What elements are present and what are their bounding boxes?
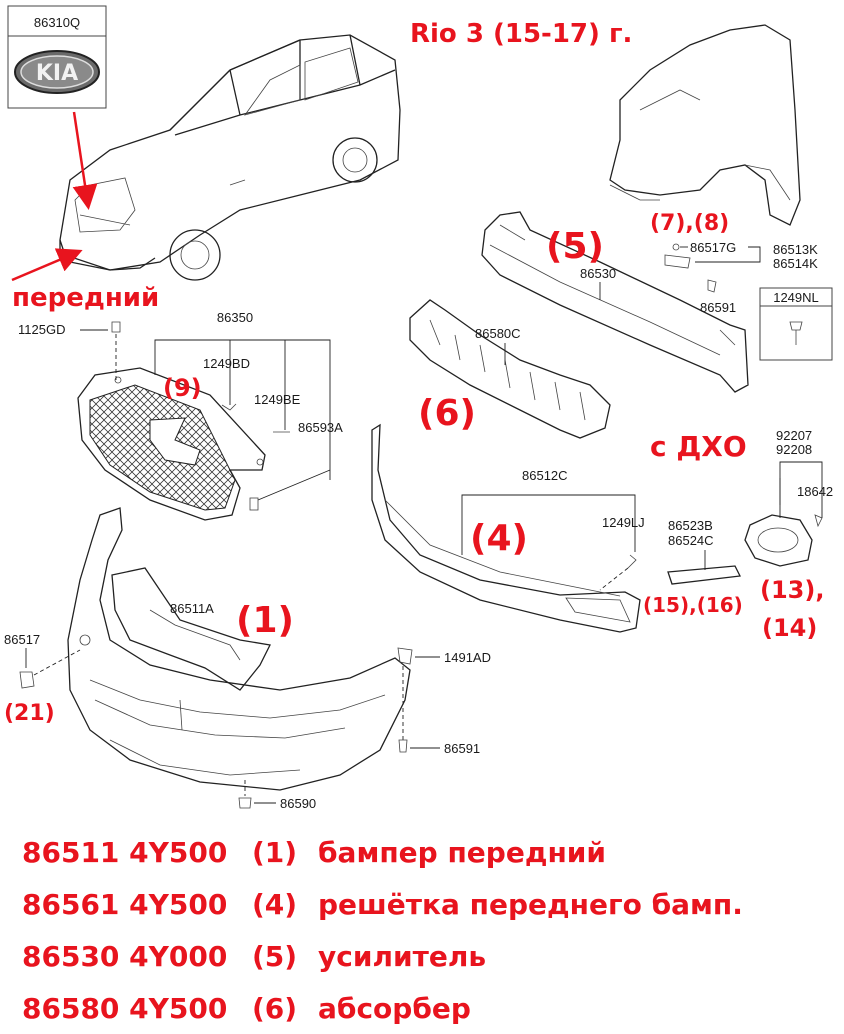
legend-code: 86511 4Y500 (22, 835, 228, 869)
legend-desc: усилитель (318, 939, 487, 973)
lower-grille (371, 423, 641, 633)
screw-1249NL-box: 1249NL (759, 287, 833, 361)
legend-row: 86561 4Y500 (4) решётка переднего бамп. (22, 878, 822, 930)
fender (609, 24, 801, 226)
drl-label: с ДХО (650, 430, 747, 463)
legend-code: 86580 4Y500 (22, 991, 228, 1025)
kia-logo-box: 86310Q KIA (7, 5, 107, 109)
pn-1249BE: 1249BE (254, 392, 301, 407)
pn-92208: 92208 (776, 442, 812, 457)
pn-1249NL: 1249NL (773, 290, 819, 305)
bumper-trim (667, 565, 741, 585)
callout-4: (4) (470, 518, 528, 559)
drl-lamp (744, 514, 813, 567)
reinforcement (481, 211, 749, 393)
pn-1125GD: 1125GD (18, 322, 65, 337)
legend-code: 86561 4Y500 (22, 887, 228, 921)
pn-86350: 86350 (217, 310, 253, 325)
legend-num: (6) (252, 991, 298, 1025)
pn-92207: 92207 (776, 428, 812, 443)
pn-86530: 86530 (580, 266, 616, 281)
callout-15-16: (15),(16) (643, 593, 743, 617)
pn-18642: 18642 (797, 484, 833, 499)
car-illustration (59, 34, 401, 281)
pn-86524C: 86524C (668, 533, 714, 548)
callout-21: (21) (4, 701, 55, 726)
pn-86591-top: 86591 (700, 300, 736, 315)
kia-logo-text: KIA (36, 61, 78, 86)
callout-1: (1) (236, 600, 294, 641)
legend-code: 86530 4Y000 (22, 939, 228, 973)
pn-86513K: 86513K (773, 242, 818, 257)
pn-86517G: 86517G (690, 240, 736, 255)
callout-13: (13), (760, 576, 824, 604)
legend-desc: абсорбер (318, 991, 471, 1025)
callout-6: (6) (418, 393, 476, 434)
pn-86523B: 86523B (668, 518, 713, 533)
pn-1249BD: 1249BD (203, 356, 250, 371)
callout-14: (14) (762, 614, 817, 642)
page-title: Rio 3 (15-17) г. (410, 19, 632, 49)
legend-num: (4) (252, 887, 298, 921)
parts-diagram: 86310Q KIA Rio 3 (15-17) г. передний 863… (4, 5, 833, 811)
legend-desc: решётка переднего бамп. (318, 887, 743, 921)
legend-row: 86511 4Y500 (1) бампер передний (22, 826, 822, 878)
legend-desc: бампер передний (318, 835, 607, 869)
callout-7-8: (7),(8) (650, 211, 729, 236)
logo-part-number: 86310Q (34, 15, 80, 30)
front-arrow (11, 248, 83, 282)
pn-86517: 86517 (4, 632, 40, 647)
pn-86591-bottom: 86591 (444, 741, 480, 756)
legend-num: (5) (252, 939, 298, 973)
pn-86511A: 86511A (170, 601, 214, 616)
legend-row: 86530 4Y000 (5) усилитель (22, 930, 822, 982)
absorber (409, 299, 611, 439)
pn-86512C: 86512C (522, 468, 568, 483)
legend-row: 86580 4Y500 (6) абсорбер (22, 982, 822, 1034)
pn-86590: 86590 (280, 796, 316, 811)
grille-assembly (77, 367, 266, 521)
legend-num: (1) (252, 835, 298, 869)
pn-86580C: 86580C (475, 326, 521, 341)
pn-1249LJ: 1249LJ (602, 515, 645, 530)
front-bumper (67, 507, 411, 791)
pn-1491AD: 1491AD (444, 650, 491, 665)
front-label: передний (12, 283, 159, 313)
callout-5: (5) (546, 226, 604, 267)
logo-arrow (72, 111, 98, 210)
parts-legend: 86511 4Y500 (1) бампер передний 86561 4Y… (22, 826, 822, 1034)
pn-86593A: 86593A (298, 420, 343, 435)
callout-9: (9) (163, 374, 202, 402)
pn-86514K: 86514K (773, 256, 818, 271)
